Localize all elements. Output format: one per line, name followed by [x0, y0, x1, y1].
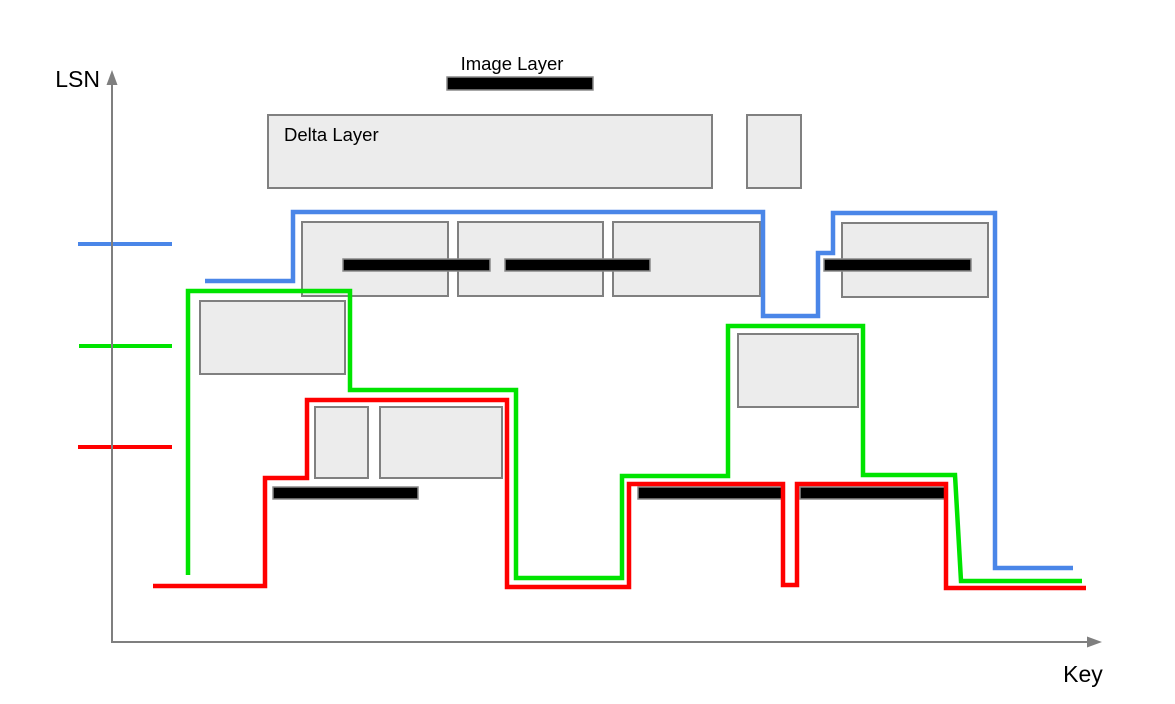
- delta-layer-legend-rect: [267, 114, 713, 189]
- x-axis-label: Key: [1063, 661, 1103, 687]
- y-axis-arrow: [106, 70, 118, 85]
- delta-layer-rect: [746, 114, 802, 189]
- lsn-line-green: [185, 288, 1082, 584]
- image-layer-bar: [637, 486, 784, 500]
- image-layer-legend-label: Image Layer: [461, 53, 564, 74]
- image-layer-bar: [823, 258, 972, 272]
- image-layer-bar: [342, 258, 491, 272]
- delta-layer-rect: [379, 406, 503, 479]
- image-layer-bar: [504, 258, 651, 272]
- image-layer-legend-bar: [446, 76, 594, 91]
- delta-layer-rect: [737, 333, 859, 408]
- delta-layer-rect: [199, 300, 346, 375]
- image-layer-bar: [272, 486, 419, 500]
- delta-layer-rect: [314, 406, 369, 479]
- image-layer-bar: [799, 486, 946, 500]
- lsn-ticks: [78, 242, 172, 449]
- x-axis-arrow: [1087, 636, 1102, 648]
- lsn-line-blue: [205, 209, 1073, 571]
- delta-layers: [199, 114, 989, 479]
- delta-layer-label: Delta Layer: [284, 124, 379, 145]
- lsn-lines: [153, 209, 1086, 591]
- lsn-line-red: [153, 397, 1086, 591]
- y-axis-label: LSN: [55, 66, 100, 92]
